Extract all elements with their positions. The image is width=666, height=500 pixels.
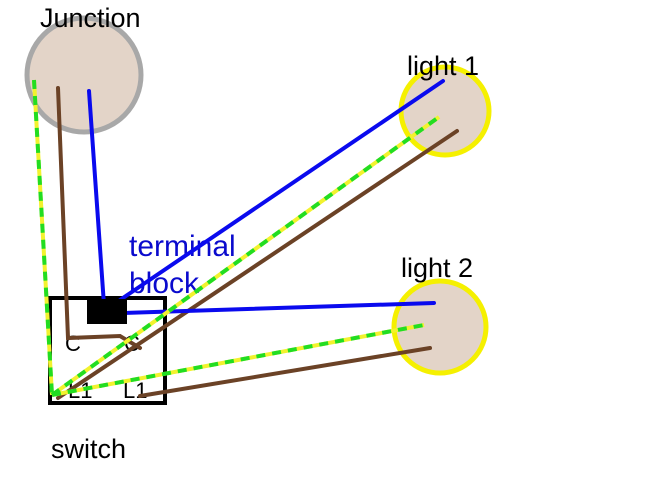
junction-box (24, 15, 144, 135)
neutral-wires (87, 79, 445, 315)
neutral-wire-junction-to-block (87, 89, 106, 307)
earth-wires (32, 79, 441, 397)
live-wire-switch-to-light-1 (56, 129, 459, 400)
terminal-block (87, 299, 127, 324)
earth-wire-junction-to-switch (32, 79, 54, 396)
light-1-label: light 1 (407, 51, 479, 81)
neutral-wire-block-to-light-2 (122, 301, 436, 315)
live-wire-junction-to-switch-c (56, 86, 142, 350)
live-wire-switch-to-light-2 (138, 346, 432, 398)
neutral-wire-block-to-light-1 (118, 79, 445, 302)
junction-label: Junction (40, 3, 141, 33)
switch-label: switch (51, 434, 126, 464)
light-2-label: light 2 (401, 253, 473, 283)
live-wires (56, 86, 459, 400)
